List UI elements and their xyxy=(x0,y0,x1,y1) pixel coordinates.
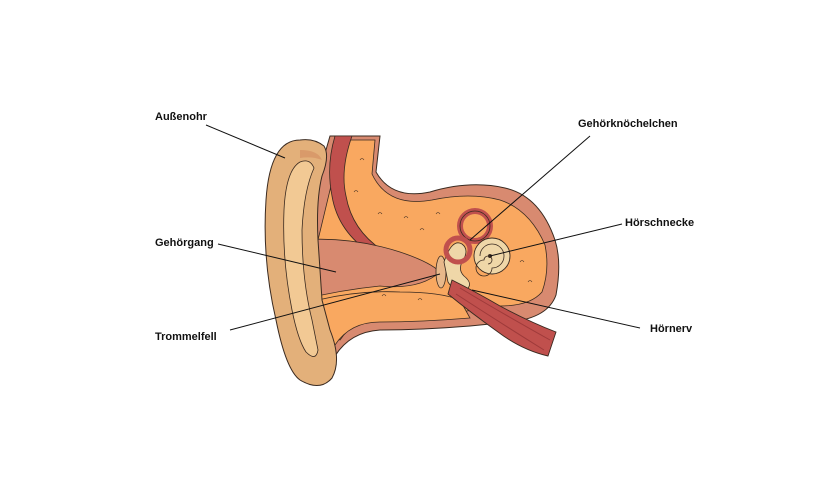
pinna-inner-fold xyxy=(283,160,319,357)
label-aussenohr: Außenohr xyxy=(155,111,207,123)
leader-line-hoerschnecke xyxy=(489,223,623,257)
label-trommelfell: Trommelfell xyxy=(155,331,217,343)
tissue-texture xyxy=(353,158,533,301)
auditory-nerve-fiber-1 xyxy=(459,287,551,341)
label-hoernerv: Hörnerv xyxy=(650,323,693,335)
label-hoerschnecke: Hörschnecke xyxy=(625,217,695,229)
label-gehoergang: Gehörgang xyxy=(155,237,214,249)
lower-tissue xyxy=(317,291,471,346)
pinna-helix-shade xyxy=(300,150,322,160)
auditory-nerve xyxy=(447,279,557,357)
leader-line-gehoergang xyxy=(217,243,337,273)
label-gehoerknoechelchen: Gehörknöchelchen xyxy=(578,118,678,130)
leader-line-gehoerknoechelchen xyxy=(469,135,591,241)
auditory-nerve-fiber-2 xyxy=(455,293,545,351)
leader-line-trommelfell xyxy=(229,273,441,331)
leader-line-hoernerv xyxy=(471,289,641,329)
leader-line-aussenohr xyxy=(205,124,286,159)
semicircular-canal-1-outline xyxy=(459,210,491,242)
semicircular-canal-2 xyxy=(443,235,473,265)
